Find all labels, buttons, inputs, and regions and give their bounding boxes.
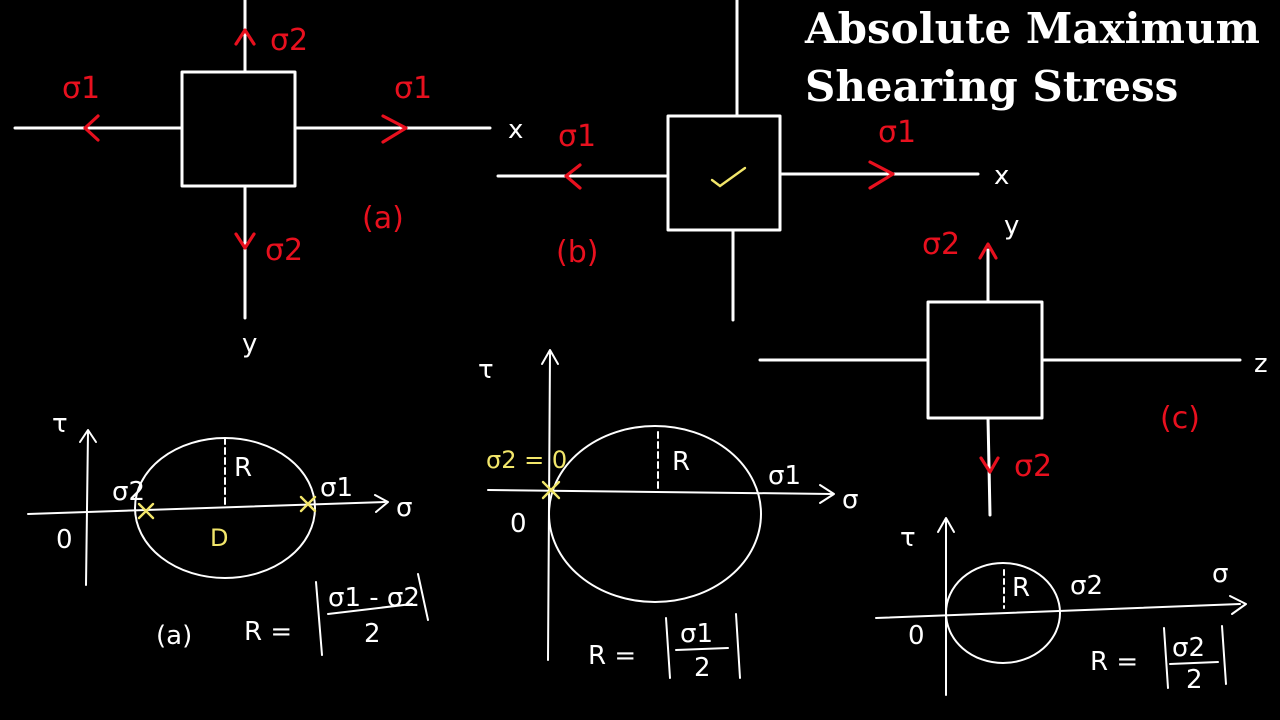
mohr-c-sigma-axis	[875, 603, 1241, 619]
mohr-b-sigma-label: σ	[842, 485, 858, 515]
element-a-stress-bottom: σ2	[265, 233, 303, 268]
mohr-b-origin-label: 0	[510, 509, 527, 539]
element-b-stress-left: σ1	[558, 119, 596, 154]
element-c-arrow-up-icon	[978, 242, 998, 260]
element-a-arrow-up-icon	[234, 28, 256, 46]
mohr-a-origin-label: 0	[56, 525, 73, 555]
stress-element-c: y z σ2 σ2 (c)	[758, 211, 1268, 517]
mohr-b-formula-lhs: R =	[588, 641, 636, 671]
mohr-c-abs-bar-right	[1221, 625, 1227, 685]
mohr-b-point-left-label: σ2 = 0	[486, 446, 567, 474]
element-c-stress-top: σ2	[922, 227, 960, 262]
mohr-b-formula-numerator: σ1	[680, 619, 713, 649]
mohr-c-formula-numerator: σ2	[1172, 633, 1205, 663]
element-a-stress-top: σ2	[270, 23, 308, 58]
element-a-arrow-left-icon	[83, 114, 100, 142]
mohr-c-tau-label: τ	[900, 523, 916, 553]
element-c-stress-bottom: σ2	[1014, 449, 1052, 484]
mohr-a-sigma-label: σ	[396, 493, 412, 523]
mohr-c-formula-lhs: R =	[1090, 647, 1138, 677]
element-b-tag: (b)	[556, 235, 598, 270]
element-c-axis-z-label: z	[1254, 349, 1268, 379]
element-c-square	[926, 300, 1044, 420]
mohr-a-center-label: D	[210, 524, 228, 552]
mohr-a-formula-lhs: R =	[244, 617, 292, 647]
mohr-c-circle	[945, 562, 1061, 664]
mohr-b-abs-bar-right	[735, 613, 741, 679]
mohr-c-point-right-label: σ2	[1070, 571, 1103, 601]
element-c-axis-bottom	[986, 416, 992, 517]
mohr-circle-b: τ 0 σ σ2 = 0 σ1 R R = σ1 2	[478, 349, 858, 683]
element-a-stress-right: σ1	[394, 71, 432, 106]
element-b-arrow-right-icon	[868, 160, 895, 190]
mohr-c-origin-label: 0	[908, 621, 925, 651]
element-b-arrow-left-icon	[564, 163, 582, 190]
page-title-line-1: Absolute Maximum	[805, 4, 1260, 53]
element-b-square	[666, 114, 782, 232]
mohr-a-tau-label: τ	[52, 409, 68, 439]
mohr-b-fraction-bar	[675, 647, 729, 651]
mohr-c-fraction-bar	[1169, 661, 1219, 665]
element-c-axis-y-label: y	[1004, 211, 1019, 241]
mohr-a-abs-bar-left	[315, 581, 323, 656]
element-c-tag: (c)	[1160, 401, 1200, 436]
mohr-a-point-right-label: σ1	[320, 473, 353, 503]
mohr-b-point-left-cross-icon	[541, 480, 561, 500]
mohr-b-tau-label: τ	[478, 355, 494, 385]
mohr-c-tau-arrow-icon	[937, 517, 955, 533]
mohr-a-fraction-bar	[327, 603, 413, 615]
mohr-c-radius-label: R	[1012, 573, 1030, 603]
element-a-stress-left: σ1	[62, 71, 100, 106]
mohr-a-sigma-axis	[27, 501, 386, 515]
element-b-axis-x-label: x	[994, 161, 1009, 191]
mohr-a-point-left-cross-icon	[137, 502, 155, 520]
mohr-b-formula-denominator: 2	[694, 653, 711, 683]
mohr-circle-c: τ 0 σ σ2 R R = σ2 2	[875, 517, 1247, 696]
mohr-a-radius-label: R	[234, 453, 252, 483]
mohr-a-point-left-label: σ2	[112, 477, 145, 507]
mohr-a-formula-denominator: 2	[364, 619, 381, 649]
element-a-square	[180, 70, 297, 188]
mohr-c-formula-denominator: 2	[1186, 665, 1203, 695]
stress-element-b: σ1 σ1 x (b)	[496, 0, 1009, 322]
element-a-axis-x-label: x	[508, 115, 523, 145]
mohr-b-tau-arrow-icon	[541, 349, 559, 365]
element-a-arrow-right-icon	[381, 114, 408, 144]
mohr-c-sigma-label: σ	[1212, 559, 1228, 589]
mohr-circle-a: τ 0 σ σ2 σ1 R D (a) R = σ1 - σ2 2	[27, 409, 429, 656]
element-b-stress-right: σ1	[878, 115, 916, 150]
mohr-b-circle	[548, 425, 762, 603]
element-c-arrow-down-icon	[979, 456, 1000, 474]
check-icon	[710, 166, 747, 188]
mohr-b-point-right-label: σ1	[768, 461, 801, 491]
stress-element-a: σ2 σ2 σ1 σ1 x y (a)	[13, 0, 523, 359]
mohr-c-sigma-arrow-icon	[1229, 595, 1247, 615]
element-a-arrow-down-icon	[234, 232, 256, 250]
mohr-a-sigma-arrow-icon	[374, 494, 389, 513]
mohr-a-tau-axis	[85, 431, 89, 586]
mohr-a-point-right-cross-icon	[299, 495, 317, 513]
element-a-tag: (a)	[362, 201, 404, 236]
element-a-axis-y-label: y	[242, 329, 257, 359]
mohr-b-sigma-arrow-icon	[819, 484, 835, 504]
page-title-line-2: Shearing Stress	[805, 62, 1179, 111]
mohr-a-tau-arrow-icon	[79, 429, 97, 443]
mohr-b-radius-label: R	[672, 447, 690, 477]
mohr-a-tag: (a)	[156, 621, 192, 651]
mohr-c-abs-bar-left	[1163, 627, 1169, 689]
mohr-a-abs-bar-right	[417, 573, 429, 621]
mohr-b-sigma-axis	[487, 489, 833, 495]
mohr-b-abs-bar-left	[665, 617, 671, 679]
